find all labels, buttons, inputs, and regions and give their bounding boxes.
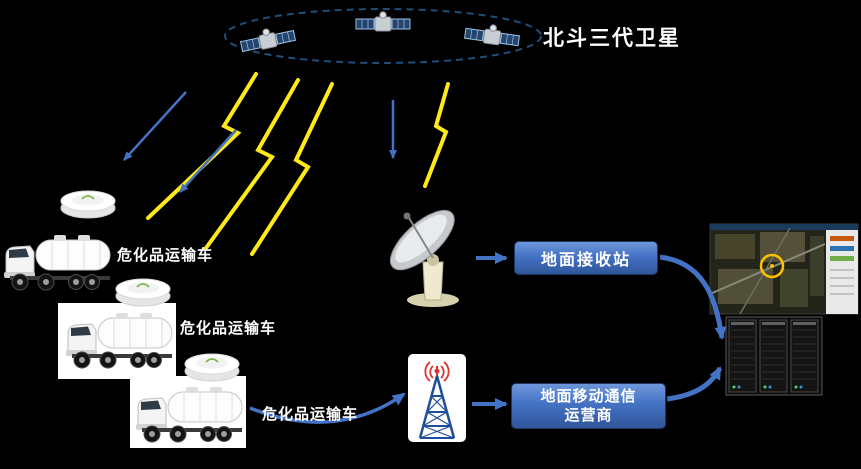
tower-photo-background [408, 354, 466, 442]
orbit-ellipse [224, 8, 542, 64]
satellite-icon [463, 20, 522, 49]
lightning-bolt-icon [204, 78, 300, 250]
truck-to-tower-arrow [249, 392, 406, 424]
mobile-operator-node: 地面移动通信 运营商 [511, 383, 666, 429]
signal-arrow-icon [123, 91, 187, 161]
satellite-icon [355, 11, 411, 32]
ground-station-node: 地面接收站 [514, 241, 658, 275]
satellite-map-image [709, 223, 859, 315]
station-to-server-arrow [659, 254, 727, 340]
server-rack-icon [725, 316, 823, 396]
dish-antenna-icon [389, 210, 459, 307]
truck-3-label: 危化品运输车 [262, 406, 359, 423]
receiver-disc-icon [60, 190, 116, 219]
signal-arrow-icon [179, 129, 237, 193]
cell-tower-icon [418, 361, 456, 439]
truck-2-label: 危化品运输车 [180, 320, 277, 337]
satellite-icon [238, 22, 297, 55]
receiver-disc-icon [115, 278, 171, 307]
lightning-bolt-icon [250, 82, 334, 256]
lightning-bolt-icon [146, 72, 258, 220]
tanker-truck-icon [3, 234, 111, 291]
satellite-system-label: 北斗三代卫星 [543, 27, 681, 50]
operator-to-server-arrow [666, 366, 723, 402]
truck-1-label: 危化品运输车 [117, 247, 214, 264]
lightning-bolt-icon [423, 82, 450, 188]
receiver-disc-icon [184, 353, 240, 382]
